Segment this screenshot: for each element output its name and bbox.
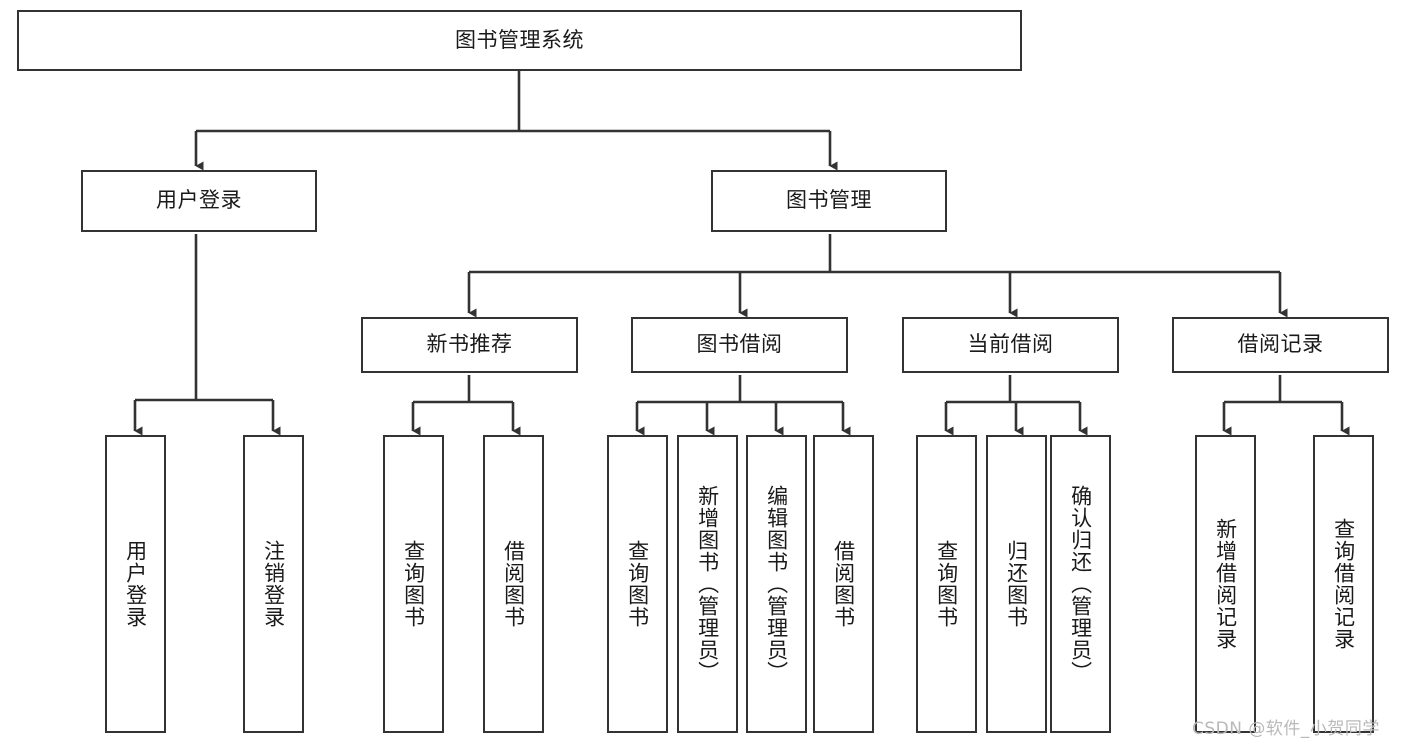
node-label: 新书推荐 <box>426 332 513 357</box>
node-label: 借阅图书 <box>831 540 856 628</box>
leaf-user-login[interactable]: 用户登录 <box>105 435 166 733</box>
leaf-return-book[interactable]: 归还图书 <box>986 435 1047 733</box>
leaf-confirm-return-admin[interactable]: 确认归还（管理员） <box>1050 435 1111 733</box>
node-label: 归还图书 <box>1004 540 1029 628</box>
node-label: 图书管理 <box>786 188 872 213</box>
node-label: 新增图书（管理员） <box>695 485 720 683</box>
node-label: 用户登录 <box>123 540 148 628</box>
node-label: 注销登录 <box>261 540 286 628</box>
node-book-borrowing[interactable]: 图书借阅 <box>631 317 848 373</box>
leaf-query-book-borrow[interactable]: 查询图书 <box>607 435 668 733</box>
leaf-borrow-book[interactable]: 借阅图书 <box>813 435 874 733</box>
node-label: 查询图书 <box>401 540 426 628</box>
leaf-query-book-current[interactable]: 查询图书 <box>916 435 977 733</box>
node-label: 图书借阅 <box>696 332 783 357</box>
node-current-borrowing[interactable]: 当前借阅 <box>902 317 1119 373</box>
node-label: 查询图书 <box>625 540 650 628</box>
node-label: 新增借阅记录 <box>1213 518 1238 650</box>
leaf-query-borrow-record[interactable]: 查询借阅记录 <box>1313 435 1374 733</box>
leaf-add-book-admin[interactable]: 新增图书（管理员） <box>677 435 738 733</box>
node-label: 确认归还（管理员） <box>1068 485 1093 683</box>
leaf-borrow-book-new[interactable]: 借阅图书 <box>483 435 544 733</box>
node-new-book-recommendation[interactable]: 新书推荐 <box>361 317 578 373</box>
node-label: 借阅记录 <box>1237 332 1324 357</box>
leaf-add-borrow-record[interactable]: 新增借阅记录 <box>1195 435 1256 733</box>
node-label: 图书管理系统 <box>455 27 584 52</box>
leaf-logout[interactable]: 注销登录 <box>243 435 304 733</box>
node-book-management[interactable]: 图书管理 <box>711 170 947 232</box>
csdn-watermark: CSDN @软件_小贺同学 <box>1192 719 1380 739</box>
node-label: 查询借阅记录 <box>1331 518 1356 650</box>
leaf-edit-book-admin[interactable]: 编辑图书（管理员） <box>746 435 807 733</box>
node-label: 借阅图书 <box>501 540 526 628</box>
node-label: 当前借阅 <box>967 332 1054 357</box>
node-user-login[interactable]: 用户登录 <box>81 170 317 232</box>
node-root-book-management-system[interactable]: 图书管理系统 <box>17 10 1022 71</box>
node-label: 用户登录 <box>156 188 242 213</box>
node-label: 编辑图书（管理员） <box>764 485 789 683</box>
leaf-query-book-new[interactable]: 查询图书 <box>383 435 444 733</box>
node-label: 查询图书 <box>934 540 959 628</box>
node-borrowing-record[interactable]: 借阅记录 <box>1172 317 1389 373</box>
